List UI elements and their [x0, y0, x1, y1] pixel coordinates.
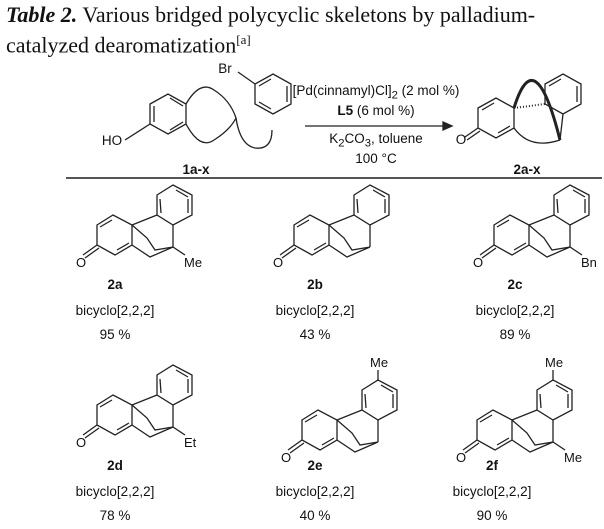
- yield-value: 95 %: [99, 327, 131, 342]
- skeleton-type: bicyclo[2,2,2]: [475, 303, 555, 318]
- aryl-substituent-label: Me: [370, 355, 388, 370]
- yield-value: 40 %: [299, 508, 331, 523]
- compound-label: 2b: [307, 277, 323, 292]
- dienone-double-bonds: [496, 219, 527, 251]
- table-caption: Table 2. Various bridged polycyclic skel…: [6, 2, 604, 57]
- benzene-ring: [156, 364, 193, 406]
- bridge-substituent-label: Me: [564, 450, 582, 465]
- benzene-double-bonds: [556, 189, 586, 214]
- compound-label: 2c: [507, 277, 523, 292]
- aryl-substituent-label: Me: [545, 355, 563, 370]
- dienone-ring: [301, 409, 338, 451]
- bridge-substituent-label: Me: [184, 255, 202, 270]
- product-label: 2a-x: [513, 162, 541, 177]
- oxygen-atom: O: [281, 450, 291, 465]
- benzene-ring: [536, 379, 573, 421]
- benzene-double-bonds: [159, 369, 189, 394]
- benzene-double-bonds: [356, 189, 386, 214]
- product-structure: [464, 73, 582, 144]
- benzene-double-bonds: [159, 189, 189, 214]
- skeleton-type: bicyclo[2,2,2]: [452, 484, 532, 499]
- table-label: Table 2.: [6, 2, 78, 27]
- dienone-double-bonds: [99, 399, 130, 431]
- compound-structure-2d: O Et: [76, 364, 197, 450]
- caption-footnote: [a]: [236, 32, 251, 47]
- yield-value: 43 %: [299, 327, 331, 342]
- condition-base-solvent: K2CO3, toluene: [329, 131, 423, 150]
- carbonyl-bond: [82, 244, 100, 259]
- bicyclic-bridge-bonds: [336, 409, 379, 453]
- oxygen-atom: O: [456, 450, 466, 465]
- benzene-double-bonds: [539, 384, 569, 409]
- compound-structure-2e: O Me: [281, 355, 398, 465]
- compound-structure-2a: O Me: [76, 184, 202, 270]
- dienone-ring: [96, 214, 133, 256]
- dienone-ring: [96, 394, 133, 436]
- benzene-ring: [156, 184, 193, 226]
- oxygen-atom: O: [76, 255, 86, 270]
- compound-label: 2d: [107, 458, 123, 473]
- skeleton-type: bicyclo[2,2,2]: [75, 303, 155, 318]
- bridge-substituent-label: Et: [184, 435, 197, 450]
- benzene-ring: [553, 184, 590, 226]
- yield-value: 78 %: [99, 508, 131, 523]
- bridge-substituent-bond: [172, 426, 186, 436]
- carbonyl-bond: [462, 439, 480, 454]
- compound-structure-2c: O Bn: [473, 184, 597, 270]
- product-o: O: [455, 132, 467, 147]
- carbonyl-bond: [287, 439, 305, 454]
- reactant-structure: [124, 71, 292, 149]
- compound-label: 2e: [307, 458, 323, 473]
- yield-value: 89 %: [499, 327, 531, 342]
- skeleton-type: bicyclo[2,2,2]: [275, 484, 355, 499]
- reactant-br: Br: [218, 61, 232, 76]
- benzene-ring: [353, 184, 390, 226]
- divider: [66, 177, 602, 179]
- bridge-substituent-bond: [552, 441, 566, 451]
- bicyclic-bridge-bonds: [328, 214, 371, 258]
- reactant-label: 1a-x: [182, 162, 210, 177]
- reactant-ho: HO: [101, 133, 123, 148]
- bicyclic-bridge-bonds: [131, 394, 174, 438]
- skeleton-type: bicyclo[2,2,2]: [75, 484, 155, 499]
- bridge-substituent-label: Bn: [581, 255, 597, 270]
- oxygen-atom: O: [273, 255, 283, 270]
- dienone-ring: [293, 214, 330, 256]
- bicyclic-bridge-bonds: [511, 409, 554, 453]
- compound-label: 2a: [107, 277, 123, 292]
- yield-value: 90 %: [476, 508, 508, 523]
- oxygen-atom: O: [473, 255, 483, 270]
- oxygen-atom: O: [76, 435, 86, 450]
- bicyclic-bridge-bonds: [131, 214, 174, 258]
- condition-ligand: L5 (6 mol %): [337, 103, 415, 118]
- condition-temperature: 100 °C: [355, 151, 397, 166]
- compound-structure-2b: O: [273, 184, 390, 270]
- carbonyl-bond: [279, 244, 297, 259]
- dienone-ring: [476, 409, 513, 451]
- skeleton-type: bicyclo[2,2,2]: [275, 303, 355, 318]
- dienone-ring: [493, 214, 530, 256]
- caption-text: Various bridged polycyclic skeletons by …: [6, 2, 536, 58]
- condition-catalyst: [Pd(cinnamyl)Cl]2 (2 mol %): [292, 83, 460, 102]
- compound-label: 2f: [485, 458, 499, 473]
- bicyclic-bridge-bonds: [528, 214, 571, 258]
- dienone-double-bonds: [479, 414, 510, 446]
- dienone-double-bonds: [304, 414, 335, 446]
- benzene-double-bonds: [364, 384, 394, 409]
- dienone-double-bonds: [99, 219, 130, 251]
- bridge-substituent-bond: [569, 246, 583, 256]
- reaction-arrow: [305, 120, 454, 132]
- bridge-substituent-bond: [172, 246, 186, 256]
- carbonyl-bond: [82, 424, 100, 439]
- carbonyl-bond: [479, 244, 497, 259]
- dienone-double-bonds: [296, 219, 327, 251]
- benzene-ring: [361, 379, 398, 421]
